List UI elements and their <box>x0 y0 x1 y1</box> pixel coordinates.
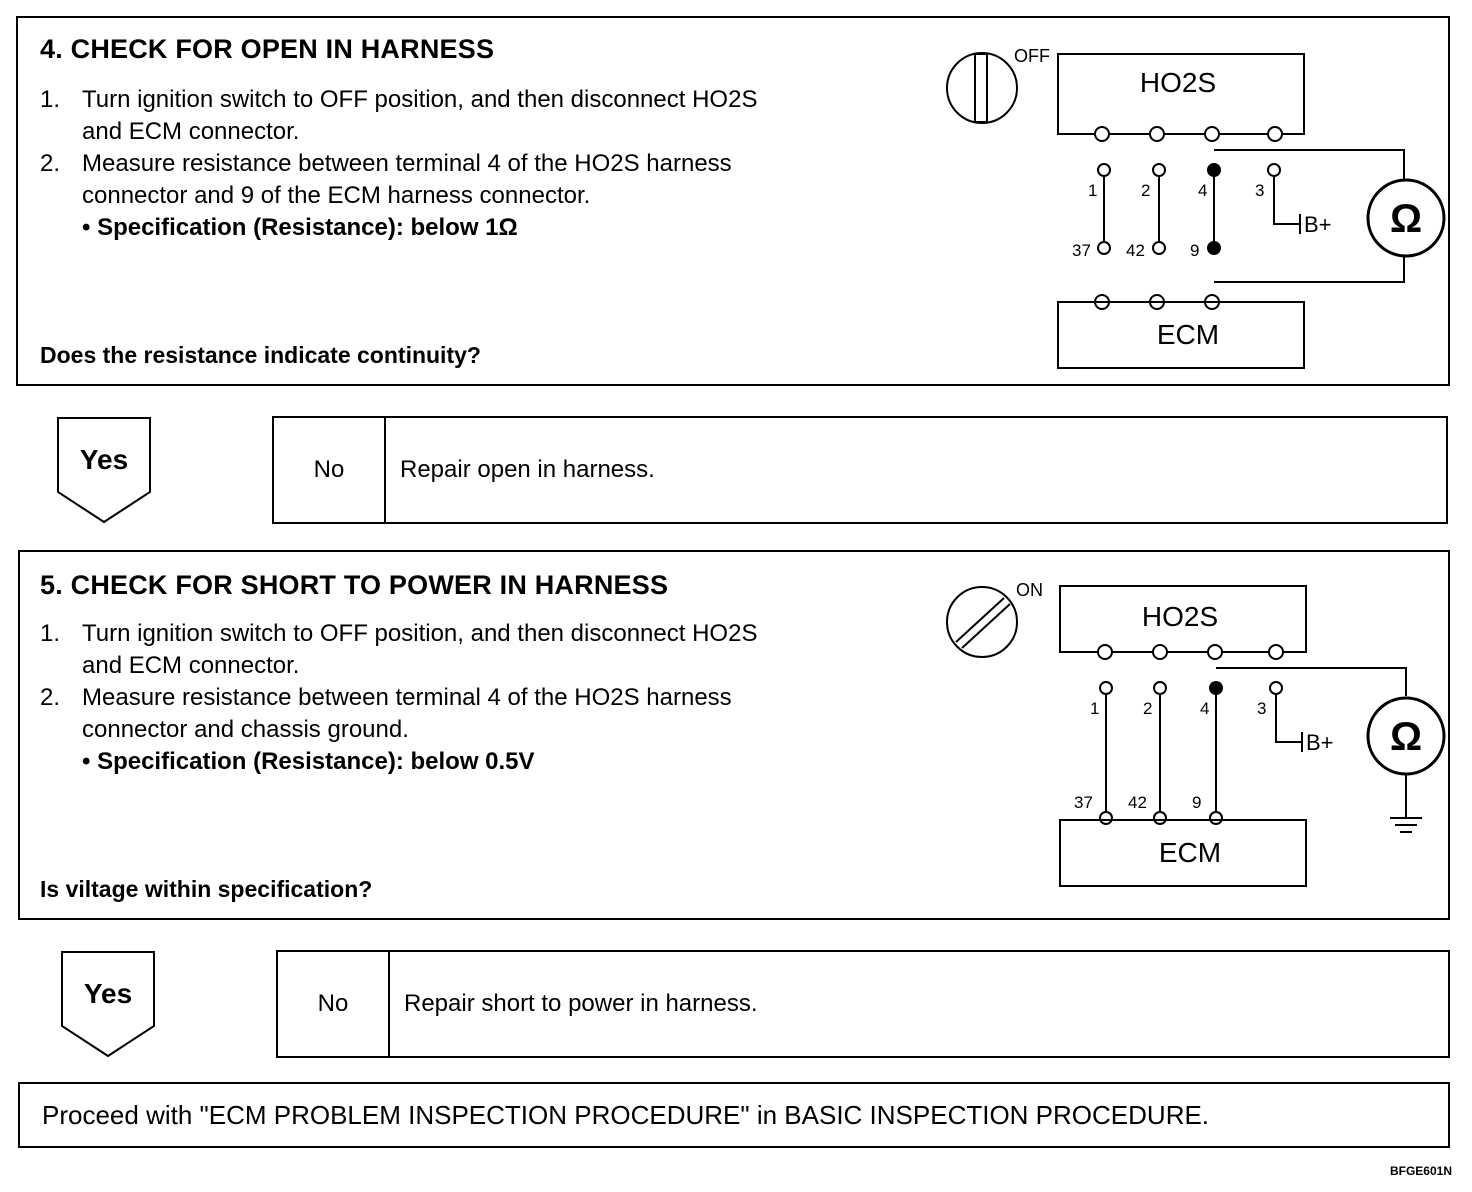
yes-arrow-shape <box>57 417 151 524</box>
section-5-box: 5. CHECK FOR SHORT TO POWER IN HARNESS 1… <box>18 550 1450 920</box>
yes-arrow-4: Yes <box>56 416 152 526</box>
pin-label: 2 <box>1141 181 1150 200</box>
section-5-title: 5. CHECK FOR SHORT TO POWER IN HARNESS <box>40 570 669 600</box>
ground-icon <box>1390 817 1422 833</box>
battery-supply-label: B+ <box>1306 730 1334 755</box>
step-number: 1. <box>40 86 61 113</box>
step-line-1: Turn ignition switch to OFF position, an… <box>82 620 758 647</box>
no-box-4: No Repair open in harness. <box>272 416 1448 524</box>
proceed-box: Proceed with "ECM PROBLEM INSPECTION PRO… <box>18 1082 1450 1148</box>
yes-label: Yes <box>79 444 129 475</box>
step-text: Measure resistance between terminal 4 of… <box>82 148 732 212</box>
step-line-1: Measure resistance between terminal 4 of… <box>82 684 732 711</box>
pin-label: 3 <box>1255 181 1264 200</box>
no-action-text: Repair open in harness. <box>400 456 655 483</box>
step-number: 2. <box>40 684 61 711</box>
step-text: Turn ignition switch to OFF position, an… <box>82 618 757 682</box>
yes-arrow-shape <box>61 951 155 1058</box>
pin-label: 4 <box>1200 699 1209 718</box>
pin-label: 37 <box>1074 793 1093 812</box>
no-action-text: Repair short to power in harness. <box>404 990 758 1017</box>
step-line-2: connector and chassis ground. <box>82 716 409 743</box>
no-box-5: No Repair short to power in harness. <box>276 950 1450 1058</box>
pin-label: 42 <box>1126 241 1145 260</box>
ignition-switch-off-icon <box>946 52 1018 124</box>
section-4-specification: • Specification (Resistance): below 1Ω <box>82 214 518 241</box>
ignition-switch-on-icon <box>946 586 1018 658</box>
step-text: Measure resistance between terminal 4 of… <box>82 682 732 746</box>
pin-label: 1 <box>1090 699 1099 718</box>
ohmmeter-icon: Ω <box>1366 696 1446 776</box>
ecm-connector-box <box>1057 301 1305 369</box>
ho2s-connector-label: HO2S <box>1142 601 1218 632</box>
step-line-2: and ECM connector. <box>82 652 300 679</box>
no-label: No <box>274 418 386 522</box>
step-line-1: Turn ignition switch to OFF position, an… <box>82 86 758 113</box>
section-4-wiring-diagram: OFF HO2S B+ 1 2 4 3 37 42 9 <box>946 46 1446 369</box>
proceed-text: Proceed with "ECM PROBLEM INSPECTION PRO… <box>42 1100 1210 1130</box>
pin-label: 1 <box>1088 181 1097 200</box>
step-line-2: and ECM connector. <box>82 118 300 145</box>
section-5-wiring-diagram: ON HO2S B+ 1 2 4 3 37 42 9 <box>946 580 1446 887</box>
section-5-question: Is viltage within specification? <box>40 876 373 902</box>
step-text: Turn ignition switch to OFF position, an… <box>82 84 757 148</box>
ho2s-connector-label: HO2S <box>1140 67 1216 98</box>
step-line-1: Measure resistance between terminal 4 of… <box>82 150 732 177</box>
pin-label: 2 <box>1143 699 1152 718</box>
pin-label: 9 <box>1192 793 1201 812</box>
section-4-box: 4. CHECK FOR OPEN IN HARNESS 1. Turn ign… <box>16 16 1450 386</box>
yes-label: Yes <box>83 978 133 1009</box>
figure-code: BFGE601N <box>1389 1164 1452 1178</box>
ohmmeter-icon: Ω <box>1366 178 1446 258</box>
pin-label: 37 <box>1072 241 1091 260</box>
section-5-specification: • Specification (Resistance): below 0.5V <box>82 748 535 775</box>
section-4-question: Does the resistance indicate continuity? <box>40 342 481 368</box>
section-4-title: 4. CHECK FOR OPEN IN HARNESS <box>40 34 495 64</box>
meter-symbol: Ω <box>1390 197 1422 241</box>
pin-label: 9 <box>1190 241 1199 260</box>
battery-supply-label: B+ <box>1304 212 1332 237</box>
ecm-connector-box <box>1059 819 1307 887</box>
step-number: 1. <box>40 620 61 647</box>
meter-symbol: Ω <box>1390 715 1422 759</box>
ecm-connector-label: ECM <box>1157 319 1219 350</box>
yes-arrow-5: Yes <box>60 950 156 1060</box>
switch-state-label: ON <box>1016 580 1043 600</box>
pin-label: 4 <box>1198 181 1207 200</box>
no-label: No <box>278 952 390 1056</box>
step-number: 2. <box>40 150 61 177</box>
ecm-connector-label: ECM <box>1159 837 1221 868</box>
step-line-2: connector and 9 of the ECM harness conne… <box>82 182 591 209</box>
switch-state-label: OFF <box>1014 46 1050 66</box>
pin-label: 3 <box>1257 699 1266 718</box>
pin-label: 42 <box>1128 793 1147 812</box>
